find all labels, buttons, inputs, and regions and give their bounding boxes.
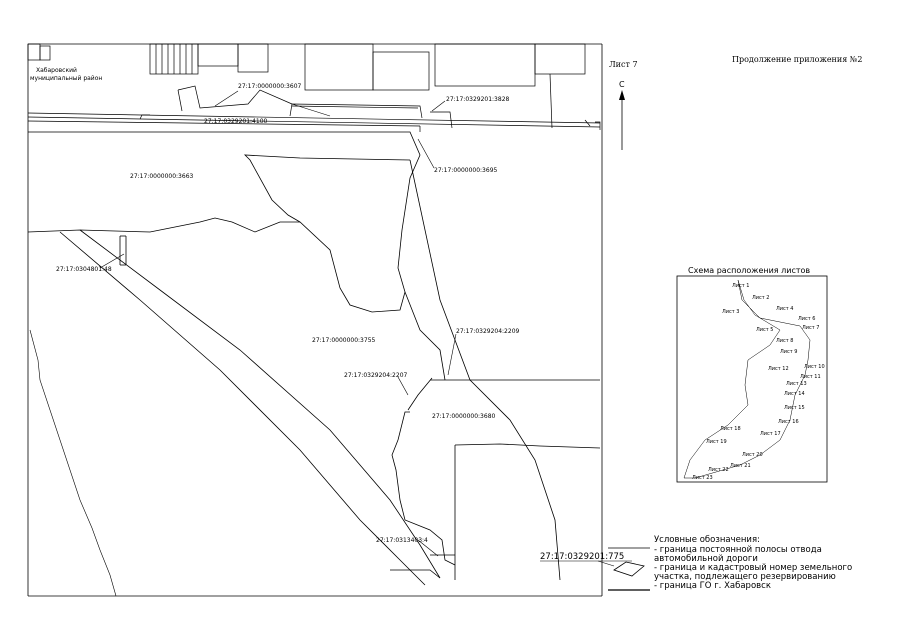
scheme-sheet-label: Лист 18 (720, 426, 741, 432)
parcel-label-4100: 27:17:0329201:4100 (204, 118, 268, 125)
parcel-label-2209: 27:17:0329204:2209 (456, 328, 520, 335)
scheme-sheet-label: Лист 14 (784, 391, 805, 397)
scheme-sheet-label: Лист 15 (784, 405, 805, 411)
scheme-sheet-label: Лист 11 (800, 374, 821, 380)
legend-item1-line2: автомобильной дороги (654, 554, 758, 564)
legend-title: Условные обозначения: (654, 535, 760, 545)
road-corridor (27, 103, 601, 132)
river-bank (29, 329, 117, 597)
scheme-sheet-label: Лист 7 (802, 325, 819, 331)
legend: Условные обозначения: - граница постоянн… (540, 535, 852, 591)
district-label-line1: Хабаровский (36, 67, 77, 74)
parcel-label-3663: 27:17:0000000:3663 (130, 173, 194, 180)
parcel-label-48: 27:17:0304801:48 (56, 266, 112, 273)
legend-item2-line1: - граница и кадастровый номер земельного (654, 563, 852, 573)
sheet-number: Лист 7 (609, 60, 638, 69)
parcel-label-3695: 27:17:0000000:3695 (434, 167, 498, 174)
scheme-sheet-label: Лист 1 (732, 283, 749, 289)
north-arrow-icon: С (619, 80, 625, 150)
legend-symbol-parcel (613, 561, 645, 577)
scheme-sheet-label: Лист 19 (706, 439, 727, 445)
scheme-sheet-label: Лист 10 (804, 364, 825, 370)
parcel-boundary-3607 (177, 85, 293, 112)
appendix-header: Продолжение приложения №2 (732, 55, 862, 64)
north-letter: С (619, 80, 625, 89)
scheme-sheet-label: Лист 20 (742, 452, 763, 458)
scheme-sheet-label: Лист 9 (780, 349, 797, 355)
scheme-sheet-label: Лист 6 (798, 316, 815, 322)
scheme-sheet-label: Лист 2 (752, 295, 769, 301)
scheme-sheet-label: Лист 13 (786, 381, 807, 387)
scheme-sheet-label: Лист 21 (730, 463, 751, 469)
parcel-labels: 27:17:0000000:3607 27:17:0329201:3828 27… (56, 83, 520, 544)
legend-item2-line2: участка, подлежащего резервированию (654, 572, 836, 582)
buildings (27, 43, 586, 129)
scheme-sheet-label: Лист 3 (722, 309, 739, 315)
parcel-label-2207: 27:17:0329204:2207 (344, 372, 408, 379)
scheme-frame (676, 275, 828, 483)
parcel-label-4: 27:17:0313403:4 (376, 537, 428, 544)
scheme-sheet-label: Лист 8 (776, 338, 793, 344)
scheme-sheet-label: Лист 12 (768, 366, 789, 372)
parcel-label-3755: 27:17:0000000:3755 (312, 337, 376, 344)
scheme-title: Схема расположения листов (688, 266, 810, 275)
map-frame (27, 43, 603, 597)
district-label-line2: муниципальный район (30, 75, 102, 82)
scheme-sheet-label: Лист 16 (778, 419, 799, 425)
parcel-label-3828: 27:17:0329201:3828 (446, 96, 510, 103)
legend-sample-parcel: 27:17:0329201:775 (540, 552, 624, 562)
scheme-sheet-label: Лист 22 (708, 467, 729, 473)
scheme-sheet-label: Лист 23 (692, 475, 713, 481)
parcel-label-3680: 27:17:0000000:3680 (432, 413, 496, 420)
leader-lines (99, 90, 457, 557)
scheme-sheet-label: Лист 5 (756, 327, 773, 333)
legend-item1-line1: - граница постоянной полосы отвода (654, 545, 822, 555)
scheme-sheet-label: Лист 17 (760, 431, 781, 437)
scheme-sheet-label: Лист 4 (776, 306, 793, 312)
legend-item3-line1: - граница ГО г. Хабаровск (654, 581, 771, 591)
parcel-label-3607: 27:17:0000000:3607 (238, 83, 302, 90)
parcel-boundaries (27, 131, 601, 586)
